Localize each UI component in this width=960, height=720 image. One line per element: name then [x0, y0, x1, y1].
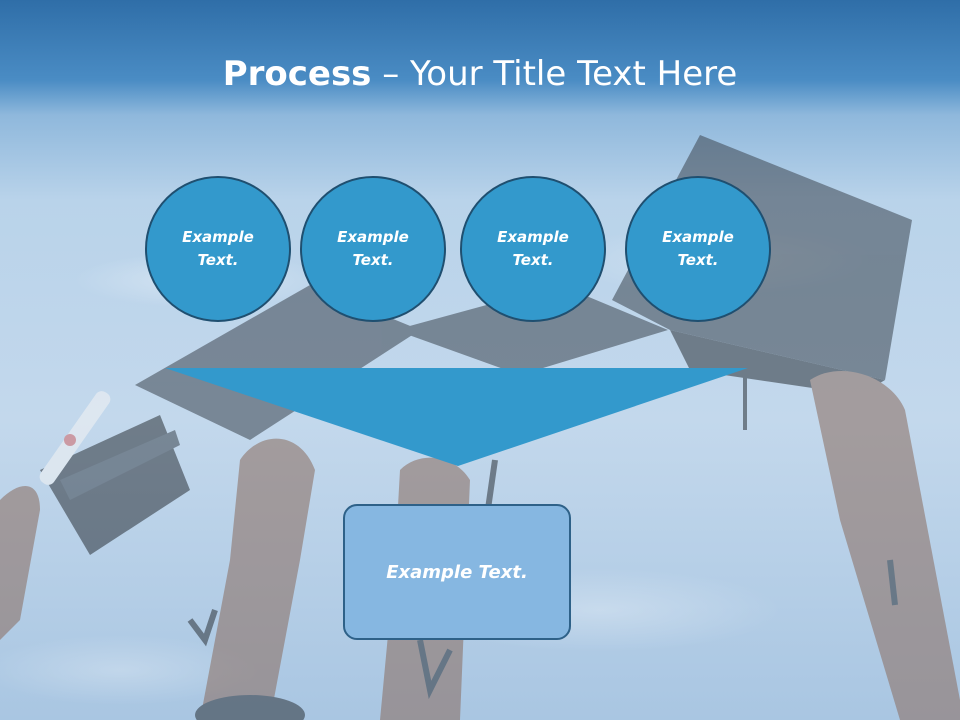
circle-2-line-2: Text. — [352, 251, 394, 269]
circle-3-line-2: Text. — [512, 251, 554, 269]
circle-4-line-2: Text. — [677, 251, 719, 269]
title-bold-text: Process — [222, 54, 372, 94]
circle-1-line-2: Text. — [197, 251, 239, 269]
circle-1-line-1: Example — [182, 228, 254, 246]
result-box: Example Text. — [343, 504, 571, 640]
slide-title: Process – Your Title Text Here — [0, 52, 960, 96]
circle-4-line-1: Example — [662, 228, 734, 246]
title-rest-text: – Your Title Text Here — [371, 54, 738, 94]
circle-3-line-1: Example — [497, 228, 569, 246]
result-box-text: Example Text. — [386, 561, 528, 583]
circle-2-line-1: Example — [337, 228, 409, 246]
